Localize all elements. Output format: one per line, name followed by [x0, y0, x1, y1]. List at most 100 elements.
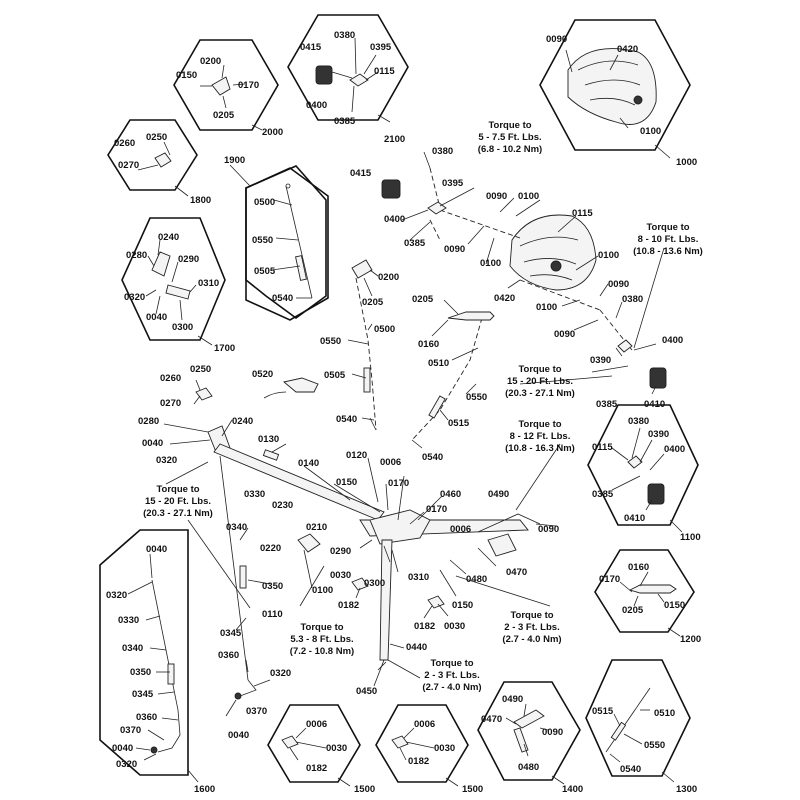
- inset-1400-label-2: 0090: [542, 727, 563, 738]
- inset-1600: 0040 0320 0330 0340 0350 0345 0360 0370 …: [99, 529, 215, 795]
- torque-note-line: Torque to: [488, 120, 531, 131]
- inset-1700: 0240 0280 0290 0310 0320 0040 0300 1700: [121, 217, 235, 354]
- torque-note-line: Torque to: [300, 622, 343, 633]
- inset-1300-label-3: 0540: [620, 764, 641, 775]
- inset-1600-label-2: 0330: [118, 615, 139, 626]
- torque-note-line: Torque to: [430, 658, 473, 669]
- inset-1100-label-5: 0410: [624, 513, 645, 524]
- torque-note-line: 2 - 3 Ft. Lbs.: [424, 670, 479, 681]
- torque-note-line: (6.8 - 10.2 Nm): [478, 144, 542, 155]
- part-label: 0240: [232, 416, 253, 427]
- inset-1300-label-1: 0510: [654, 708, 675, 719]
- inset-1100-label-4: 0385: [592, 489, 614, 500]
- part-label: 0510: [428, 358, 449, 369]
- part-label: 0300: [364, 578, 385, 589]
- torque-note-line: 5 - 7.5 Ft. Lbs.: [478, 132, 541, 143]
- part-label: 0370: [246, 706, 267, 717]
- inset-1600-title: 1600: [194, 784, 215, 795]
- inset-1200: 0160 0170 0205 0150 1200: [594, 549, 701, 645]
- torque-note-1: Torque to 5 - 7.5 Ft. Lbs. (6.8 - 10.2 N…: [478, 120, 542, 155]
- part-label: 0320: [156, 455, 177, 466]
- part-label: 0290: [330, 546, 351, 557]
- part-label: 0270: [160, 398, 181, 409]
- inset-1500a-title: 1500: [354, 784, 375, 795]
- torque-note-2: Torque to 8 - 10 Ft. Lbs. (10.8 - 13.6 N…: [633, 222, 703, 257]
- torque-note-line: (10.8 - 13.6 Nm): [633, 246, 703, 257]
- part-label: 0120: [346, 450, 367, 461]
- part-label: 0280: [138, 416, 159, 427]
- torque-note-line: (10.8 - 16.3 Nm): [505, 443, 575, 454]
- part-label: 0420: [494, 293, 515, 304]
- torque-note-4: Torque to 8 - 12 Ft. Lbs. (10.8 - 16.3 N…: [505, 419, 575, 454]
- inset-1100: 0380 0115 0390 0400 0385 0410 1100: [587, 404, 701, 543]
- inset-1200-label-3: 0150: [664, 600, 685, 611]
- inset-1400-label-0: 0490: [502, 694, 523, 705]
- inset-2000: 0200 0150 0170 0205 2000: [173, 39, 283, 138]
- part-label: 0490: [488, 489, 509, 500]
- part-label: 0320: [270, 668, 291, 679]
- torque-note-line: Torque to: [518, 364, 561, 375]
- part-label: 0115: [572, 208, 593, 219]
- inset-1800-label-1: 0250: [146, 132, 167, 143]
- inset-2100-label-5: 0385: [334, 116, 356, 127]
- inset-2000-title: 2000: [262, 127, 283, 138]
- inset-1800-label-2: 0270: [118, 160, 139, 171]
- part-label: 0170: [426, 504, 447, 515]
- inset-1900-label-3: 0540: [272, 293, 293, 304]
- inset-1700-label-2: 0290: [178, 254, 199, 265]
- torque-note-line: 8 - 10 Ft. Lbs.: [638, 234, 699, 245]
- torque-note-line: 15 - 20 Ft. Lbs.: [145, 496, 211, 507]
- part-label: 0100: [536, 302, 557, 313]
- part-label: 0100: [480, 258, 501, 269]
- part-label: 0210: [306, 522, 327, 533]
- part-label: 0100: [598, 250, 619, 261]
- inset-1200-label-2: 0205: [622, 605, 644, 616]
- part-label: 0400: [662, 335, 683, 346]
- part-label: 0130: [258, 434, 279, 445]
- part-label: 0006: [450, 524, 471, 535]
- part-label: 0390: [590, 355, 611, 366]
- part-label: 0090: [538, 524, 559, 535]
- inset-1500b-label-0: 0006: [414, 719, 435, 730]
- part-label: 0200: [378, 272, 399, 283]
- part-label: 0515: [448, 418, 470, 429]
- part-label: 0100: [518, 191, 539, 202]
- part-label: 0140: [298, 458, 319, 469]
- inset-1900: 0500 0550 0505 0540 1900: [224, 155, 329, 321]
- inset-1900-label-1: 0550: [252, 235, 273, 246]
- inset-1900-label-0: 0500: [254, 197, 275, 208]
- inset-1200-label-1: 0170: [599, 574, 620, 585]
- part-label: 0220: [260, 543, 281, 554]
- part-label: 0385: [596, 399, 618, 410]
- inset-1700-label-1: 0280: [126, 250, 147, 261]
- inset-1400-label-3: 0480: [518, 762, 539, 773]
- torque-note-line: (20.3 - 27.1 Nm): [143, 508, 213, 519]
- torque-note-7: Torque to 2 - 3 Ft. Lbs. (2.7 - 4.0 Nm): [502, 610, 561, 645]
- inset-1600-label-4: 0350: [130, 667, 151, 678]
- inset-1500b-title: 1500: [462, 784, 483, 795]
- part-label: 0480: [466, 574, 487, 585]
- inset-2100: 0415 0380 0395 0115 0400 0385 2100: [287, 14, 409, 145]
- inset-1300-label-0: 0515: [592, 706, 614, 717]
- part-label: 0030: [330, 570, 351, 581]
- part-label: 0260: [160, 373, 181, 384]
- inset-1700-label-5: 0040: [146, 312, 167, 323]
- part-label: 0550: [320, 336, 341, 347]
- inset-1700-title: 1700: [214, 343, 235, 354]
- torque-note-line: (2.7 - 4.0 Nm): [502, 634, 561, 645]
- inset-1600-label-6: 0360: [136, 712, 157, 723]
- torque-note-line: Torque to: [510, 610, 553, 621]
- part-label: 0410: [644, 399, 665, 410]
- main-labels: 0380 0415 0395 0090 0100 0400 0385 0090 …: [138, 146, 683, 741]
- torque-note-line: (2.7 - 4.0 Nm): [422, 682, 481, 693]
- part-label: 0340: [226, 522, 247, 533]
- inset-1300-title: 1300: [676, 784, 697, 795]
- main-assembly: [163, 151, 667, 717]
- inset-2100-label-2: 0395: [370, 42, 392, 53]
- inset-1100-label-0: 0380: [628, 416, 649, 427]
- inset-2000-label-2: 0170: [238, 80, 259, 91]
- torque-note-line: 15 - 20 Ft. Lbs.: [507, 376, 573, 387]
- inset-1900-title: 1900: [224, 155, 245, 166]
- inset-1700-label-4: 0320: [124, 292, 145, 303]
- inset-2000-label-1: 0150: [176, 70, 197, 81]
